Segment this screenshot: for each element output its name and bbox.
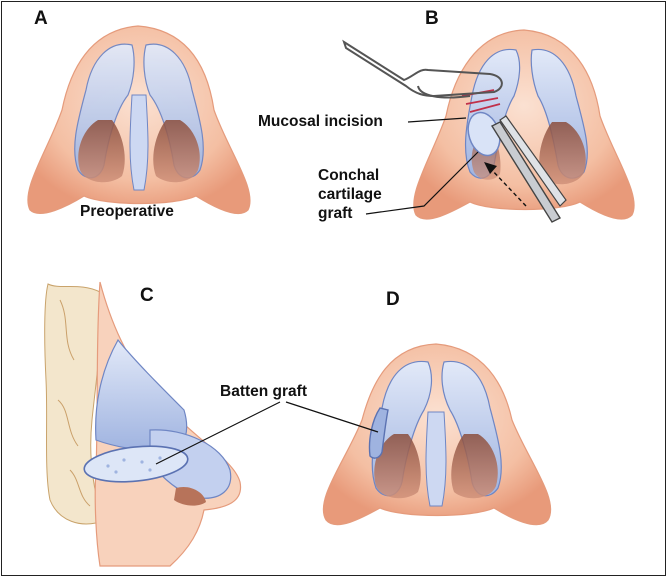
panel-c: C: [44, 281, 242, 567]
panel-a-columella: [129, 94, 149, 191]
mucosal-incision-leader: [407, 117, 467, 123]
batten-graft-label: Batten graft: [220, 383, 307, 400]
panel-c-bone-texture: [57, 299, 91, 507]
forceps-blade-2: [499, 115, 567, 207]
panel-c-letter: C: [140, 285, 154, 306]
panel-d-left-nostril: [374, 434, 421, 499]
forceps-instrument: [490, 121, 562, 223]
panel-c-lower-lateral-cartilage: [149, 429, 232, 499]
panel-b-letter: B: [425, 8, 439, 29]
batten-graft-leader-left: [155, 401, 281, 465]
batten-graft-leader-right: [285, 401, 379, 433]
panel-b-nose: [413, 29, 635, 220]
retractor-instrument: [342, 39, 503, 98]
retractor-arm: [417, 85, 471, 99]
panel-d-letter: D: [386, 289, 400, 310]
panel-a-letter: A: [34, 8, 48, 29]
panel-b-right-nostril: [539, 122, 586, 185]
graft-label-line-1: Conchal: [318, 167, 379, 184]
graft-label-line-2: cartilage: [318, 186, 382, 203]
panel-d: D: [322, 289, 552, 526]
batten-graft-texture: [106, 456, 162, 474]
mucosal-incision-label: Mucosal incision: [258, 113, 383, 130]
preoperative-caption: Preoperative: [80, 203, 174, 220]
panel-d-right-nostril: [451, 434, 498, 499]
panel-a: A Preoperative: [27, 8, 251, 220]
panel-a-left-nostril: [78, 120, 125, 183]
panel-a-right-nostril: [153, 120, 200, 183]
panel-b: B Mucosal incision Conchal cartilage gra…: [258, 8, 635, 223]
panel-c-nostril: [174, 486, 206, 506]
batten-graft-front: [368, 407, 389, 459]
panel-d-columella: [425, 411, 447, 507]
insertion-arrow-shaft: [489, 167, 527, 207]
graft-label-line-3: graft: [318, 205, 352, 222]
batten-graft-side: [83, 445, 189, 483]
insertion-arrow-head: [484, 162, 497, 174]
batten-graft-callout: Batten graft: [155, 383, 379, 465]
graft-leader: [365, 151, 479, 215]
